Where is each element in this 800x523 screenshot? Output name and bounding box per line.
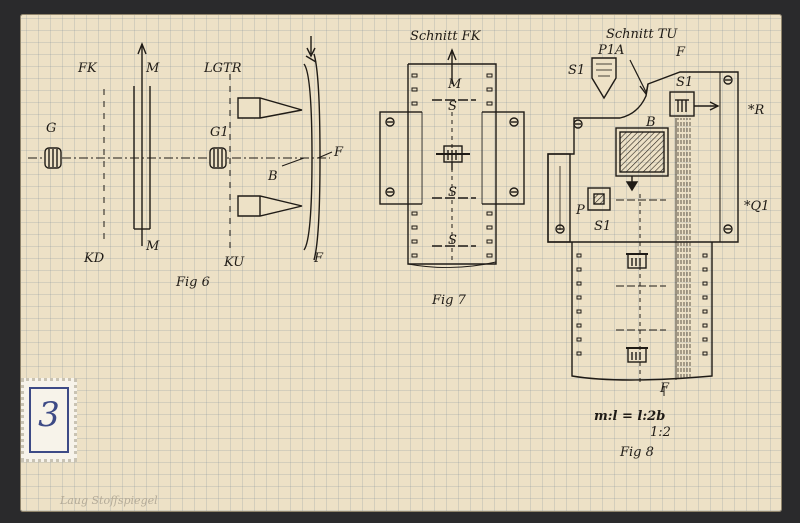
- fig8-title: Schnitt TU: [606, 27, 678, 42]
- fig7-label-s1: S: [448, 99, 457, 114]
- fig6-label-g1: G1: [210, 125, 229, 140]
- fig6-label-ku: KU: [223, 255, 245, 270]
- technical-drawing: FK LGTR G G1 M M KD KU B F F Fig 6: [28, 27, 769, 460]
- fig6-label-m-top: M: [145, 61, 160, 76]
- fig6-label-b: B: [267, 169, 278, 184]
- page-number: 3: [38, 395, 60, 435]
- fig8-caption: Fig 8: [619, 445, 654, 460]
- fig8-label-p: P: [575, 203, 585, 218]
- fig7-title: Schnitt FK: [410, 29, 482, 44]
- fig8-label-b: B: [645, 115, 656, 130]
- fig6-label-kd: KD: [83, 251, 105, 266]
- fig7-drawing: [379, 48, 525, 268]
- fig8-label-s1: S1: [568, 63, 585, 78]
- fig8-label-s1c: S1: [594, 219, 611, 234]
- fig7-label-s3: S: [448, 233, 457, 248]
- fig6-label-m-bottom: M: [145, 239, 160, 254]
- page-number-label: 3: [21, 378, 77, 462]
- fig6-label-fk: FK: [77, 61, 98, 76]
- pencil-note: Laug Stoffspiegel: [60, 494, 158, 507]
- fig8-formula: m:l = l:2b: [594, 409, 665, 424]
- fig6-label-lgtr: LGTR: [203, 61, 242, 76]
- fig8-label-f: F: [675, 45, 686, 60]
- fig8-label-pa: P1A: [597, 43, 624, 58]
- fig8-label-s1b: S1: [676, 75, 693, 90]
- fig8-label-q1: *Q1: [744, 199, 769, 214]
- fig8-drawing: [547, 57, 739, 396]
- fig8-label-f-bottom: F: [659, 381, 670, 396]
- fig6-drawing: [28, 36, 333, 261]
- fig7-label-s2: S: [448, 185, 457, 200]
- fig6-label-g: G: [46, 121, 56, 136]
- fig8-label-r: *R: [748, 103, 765, 118]
- fig7-caption: Fig 7: [431, 293, 467, 308]
- graph-paper-card: FK LGTR G G1 M M KD KU B F F Fig 6: [20, 14, 782, 512]
- fig6-label-f: F: [333, 145, 344, 160]
- fig8-scale: 1:2: [650, 425, 671, 440]
- fig6-label-f-bottom: F: [313, 251, 324, 266]
- fig7-label-m: M: [447, 77, 462, 92]
- fig6-caption: Fig 6: [175, 275, 210, 290]
- label-border: [29, 387, 69, 453]
